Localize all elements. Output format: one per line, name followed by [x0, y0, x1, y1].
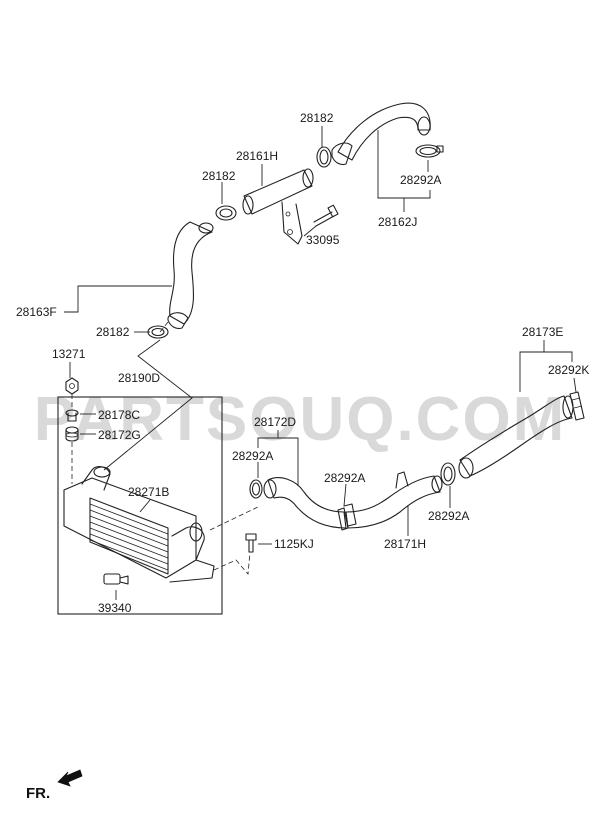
label-28178C[interactable]: 28178C: [98, 408, 140, 422]
intercooler-28271B[interactable]: [63, 465, 215, 583]
label-28182-mid[interactable]: 28182: [202, 169, 236, 183]
dashed-guide-lines: [71, 321, 261, 575]
label-13271[interactable]: 13271: [52, 347, 86, 361]
hose-28162J[interactable]: [331, 102, 431, 166]
label-28162J[interactable]: 28162J: [378, 215, 417, 229]
front-orientation-marker: FR.: [26, 769, 83, 802]
pipe-28171H[interactable]: [345, 471, 443, 529]
grommet-28172G[interactable]: [65, 426, 79, 442]
label-1125KJ[interactable]: 1125KJ: [274, 537, 314, 551]
clamp-28292A-right[interactable]: [440, 462, 456, 486]
label-28292A-right[interactable]: 28292A: [428, 509, 469, 523]
label-39340[interactable]: 39340: [98, 601, 132, 615]
bolt-33095[interactable]: [313, 204, 339, 227]
label-28161H[interactable]: 28161H: [236, 149, 278, 163]
hose-28163F[interactable]: [167, 221, 214, 330]
label-33095[interactable]: 33095: [306, 233, 340, 247]
intercooler-assembly-box: [57, 396, 223, 615]
bolt-28178C[interactable]: [65, 409, 79, 422]
clamp-28182-mid[interactable]: [215, 205, 237, 221]
label-28292A-mid[interactable]: 28292A: [324, 471, 365, 485]
clamp-28292K[interactable]: [569, 391, 585, 421]
front-label: FR.: [26, 785, 50, 802]
label-28182-top[interactable]: 28182: [300, 111, 334, 125]
label-28172G[interactable]: 28172G: [98, 428, 141, 442]
label-28173E[interactable]: 28173E: [522, 325, 563, 339]
front-arrow-icon: [57, 769, 83, 787]
clamp-28292A-left[interactable]: [249, 479, 263, 499]
part-labels: 28182 28161H 28182 28292A 28162J 33095 2…: [16, 111, 589, 615]
label-28190D[interactable]: 28190D: [118, 371, 160, 385]
label-28292K[interactable]: 28292K: [548, 363, 589, 377]
clamp-28182-top[interactable]: [316, 146, 332, 168]
sensor-39340[interactable]: [103, 573, 129, 585]
bolt-1125KJ[interactable]: [245, 533, 257, 553]
label-28292A-top[interactable]: 28292A: [400, 173, 441, 187]
label-28172D[interactable]: 28172D: [254, 415, 296, 429]
label-28171H[interactable]: 28171H: [384, 537, 426, 551]
clamp-28182-low[interactable]: [147, 325, 169, 339]
hose-28172D[interactable]: [263, 477, 347, 529]
label-28292A-left[interactable]: 28292A: [232, 449, 273, 463]
label-28163F[interactable]: 28163F: [16, 305, 57, 319]
label-28271B[interactable]: 28271B: [128, 485, 169, 499]
pipe-28161H[interactable]: [242, 168, 314, 245]
leader-lines: [64, 126, 577, 600]
clamp-28292A-top[interactable]: [415, 144, 444, 158]
label-28182-low[interactable]: 28182: [96, 325, 130, 339]
nut-13271[interactable]: [65, 377, 79, 395]
